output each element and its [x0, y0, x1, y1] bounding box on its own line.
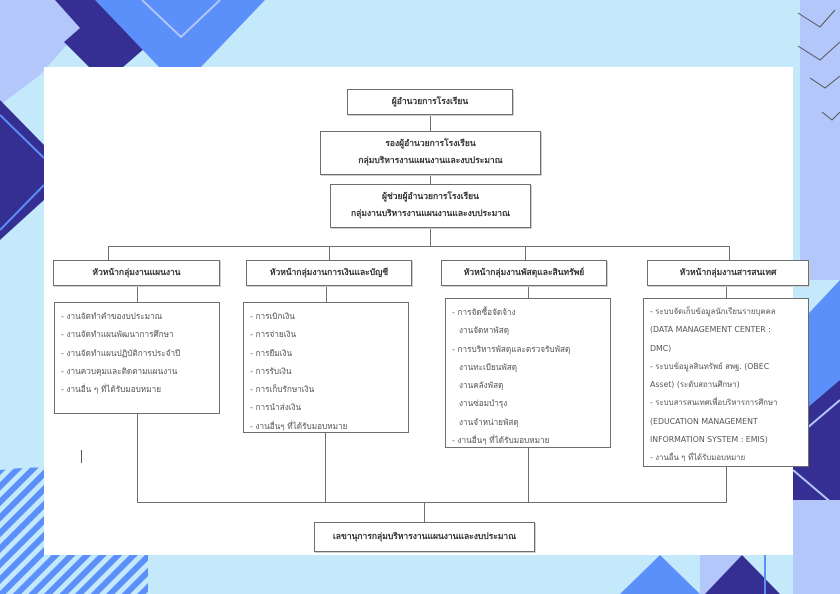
- group-header-information: หัวหน้ากลุ่มงานสารสนเทศ: [647, 260, 809, 286]
- connector: [430, 114, 431, 131]
- list-item: (DATA MANAGEMENT CENTER :: [650, 325, 771, 335]
- decor-shape: [800, 0, 840, 280]
- list-item: งานซ่อมบำรุง: [459, 398, 508, 409]
- decor-shape: [705, 555, 780, 594]
- decor-line: [141, 0, 221, 39]
- list-item: - งานอื่น ๆ ที่ได้รับมอบหมาย: [61, 384, 161, 395]
- list-item: - การยืมเงิน: [250, 347, 293, 358]
- connector: [528, 447, 529, 503]
- list-item: - การนำส่งเงิน: [250, 402, 302, 413]
- group-title: หัวหน้ากลุ่มงานสารสนเทศ: [679, 267, 777, 278]
- connector: [137, 285, 138, 302]
- director-title: ผู้อำนวยการโรงเรียน: [391, 96, 469, 107]
- group-header-procurement: หัวหน้ากลุ่มงานพัสดุและสินทรัพย์: [441, 260, 607, 286]
- director-box: ผู้อำนวยการโรงเรียน: [347, 89, 513, 115]
- group-title: หัวหน้ากลุ่มงานการเงินและบัญชี: [269, 267, 389, 278]
- decor-shape: [0, 100, 44, 240]
- decor-shape: [0, 0, 80, 105]
- list-item: - การจ่ายเงิน: [250, 329, 297, 340]
- connector: [430, 174, 431, 185]
- connector: [525, 246, 526, 260]
- deputy-title: รองผู้อำนวยการโรงเรียน: [385, 139, 476, 149]
- deputy-director-box: รองผู้อำนวยการโรงเรียน กลุ่มบริหารงานแผน…: [320, 131, 541, 175]
- group-header-planning: หัวหน้ากลุ่มงานแผนงาน: [53, 260, 220, 286]
- decor-shape: [793, 500, 840, 594]
- deputy-group: กลุ่มบริหารงานแผนงานและงบประมาณ: [358, 156, 503, 166]
- connector: [729, 246, 730, 260]
- list-item: - การรับเงิน: [250, 365, 292, 376]
- decor-shape: [55, 0, 145, 68]
- connector: [430, 227, 431, 247]
- list-item: - งานจัดทำแผนปฏิบัติการประจำปี: [61, 347, 181, 358]
- connector: [137, 502, 727, 503]
- list-item: - งานอื่นๆ ที่ได้รับมอบหมาย: [452, 435, 550, 446]
- assistant-director-box: ผู้ช่วยผู้อำนวยการโรงเรียน กลุ่มงานบริหา…: [330, 184, 531, 228]
- connector: [325, 432, 326, 503]
- connector: [528, 285, 529, 298]
- list-item: DMC): [650, 343, 672, 353]
- list-item: - งานอื่นๆ ที่ได้รับมอบหมาย: [250, 420, 348, 431]
- secretary-title: เลขานุการกลุ่มบริหารงานแผนงานและงบประมาณ: [332, 531, 517, 542]
- list-item: งานคลังพัสดุ: [459, 380, 504, 391]
- task-list-planning: - งานจัดทำคำของบประมาณ - งานจัดทำแผนพัฒน…: [54, 302, 220, 414]
- list-item: INFORMATION SYSTEM : EMIS): [650, 435, 768, 445]
- list-item: - งานอื่น ๆ ที่ได้รับมอบหมาย: [650, 453, 746, 463]
- task-list-information: - ระบบจัดเก็บข้อมูลนักเรียนรายบุคคล (DAT…: [643, 298, 809, 467]
- list-item: - งานจัดทำคำของบประมาณ: [61, 311, 163, 321]
- list-item: Asset) (ระดับสถานศึกษา): [650, 380, 740, 390]
- list-item: - งานควบคุมและติดตามแผนงาน: [61, 365, 178, 376]
- list-item: - ระบบสารสนเทศเพื่อบริหารการศึกษา: [650, 398, 778, 408]
- list-item: งานจำหน่ายพัสดุ: [459, 416, 519, 427]
- group-title: หัวหน้ากลุ่มงานพัสดุและสินทรัพย์: [463, 267, 585, 278]
- text-cursor: [81, 450, 82, 463]
- assistant-title: ผู้ช่วยผู้อำนวยการโรงเรียน: [382, 192, 479, 202]
- connector: [108, 246, 729, 247]
- connector: [726, 285, 727, 298]
- list-item: - การเก็บรักษาเงิน: [250, 384, 315, 395]
- list-item: - การเบิกเงิน: [250, 311, 295, 321]
- task-list-finance: - การเบิกเงิน - การจ่ายเงิน - การยืมเงิน…: [243, 302, 409, 433]
- list-item: (EDUCATION MANAGEMENT: [650, 416, 758, 426]
- decor-shape: [620, 555, 700, 594]
- list-item: - ระบบข้อมูลสินทรัพย์ สพฐ. (OBEC: [650, 361, 770, 371]
- assistant-group: กลุ่มงานบริหารงานแผนงานและงบประมาณ: [351, 209, 510, 219]
- connector: [326, 285, 327, 302]
- group-title: หัวหน้ากลุ่มงานแผนงาน: [92, 267, 181, 278]
- list-item: - งานจัดทำแผนพัฒนาการศึกษา: [61, 329, 174, 340]
- connector: [137, 413, 138, 503]
- group-header-finance: หัวหน้ากลุ่มงานการเงินและบัญชี: [246, 260, 412, 286]
- connector: [726, 466, 727, 503]
- list-item: - การบริหารพัสดุและตรวจรับพัสดุ: [452, 343, 571, 354]
- list-item: งานจัดหาพัสดุ: [459, 325, 510, 336]
- list-item: - ระบบจัดเก็บข้อมูลนักเรียนรายบุคคล: [650, 307, 776, 316]
- task-list-procurement: - การจัดซื้อจัดจ้าง งานจัดหาพัสดุ - การบ…: [445, 298, 611, 448]
- secretary-box: เลขานุการกลุ่มบริหารงานแผนงานและงบประมาณ: [314, 522, 535, 552]
- connector: [424, 502, 425, 522]
- connector: [329, 246, 330, 260]
- decor-shape: [95, 0, 265, 68]
- connector: [108, 246, 109, 260]
- list-item: - การจัดซื้อจัดจ้าง: [452, 307, 516, 317]
- list-item: งานทะเบียนพัสดุ: [459, 361, 518, 372]
